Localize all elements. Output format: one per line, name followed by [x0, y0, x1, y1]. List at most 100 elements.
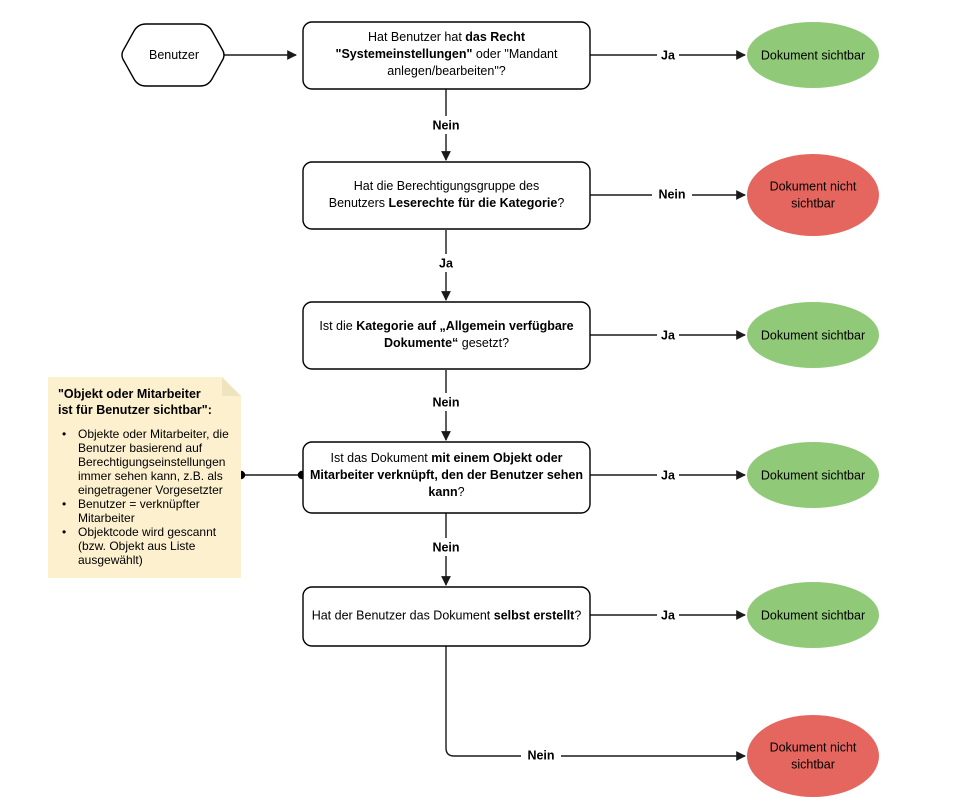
start-node-label: Benutzer [149, 48, 199, 62]
note-b1-l4: immer sehen kann, z.B. als [78, 469, 223, 483]
note-b1-l1: Objekte oder Mitarbeiter, die [78, 427, 229, 441]
d2-line2-seg2: Leserechte für die Kategorie [389, 196, 558, 210]
decision-node-d3[interactable]: Ist die Kategorie auf „Allgemein verfügb… [302, 301, 591, 370]
terminal-node-t5[interactable]: Dokument sichtbar [747, 582, 879, 648]
edge-label-d3-yes: Ja [661, 328, 676, 342]
decision-box-d1 [302, 21, 591, 90]
d1-line2-seg1: "Systemeinstellungen" [336, 47, 473, 61]
svg-text:Hat Benutzer hat das Recht: Hat Benutzer hat das Recht [368, 30, 526, 44]
label-bg [426, 393, 466, 411]
decision-node-d5[interactable]: Hat der Benutzer das Dokument selbst ers… [302, 586, 591, 647]
d1-line1-seg1: Hat Benutzer hat [368, 30, 465, 44]
terminal-label-t6-line1: Dokument nicht [770, 740, 857, 754]
d4-line3-seg2: ? [458, 485, 465, 499]
note-b3-l3: ausgewählt) [78, 553, 143, 567]
terminal-ellipse-t3 [747, 302, 879, 368]
edge-labels: Ja Nein Nein Ja Ja Nein Ja Nein Ja Nein [426, 46, 692, 765]
svg-text:Hat der Benutzer das Dokument: Hat der Benutzer das Dokument selbst ers… [312, 609, 582, 623]
terminal-node-t4[interactable]: Dokument sichtbar [747, 442, 879, 508]
terminal-label-t4: Dokument sichtbar [761, 468, 865, 482]
svg-text:Hat die Berechtigungsgruppe de: Hat die Berechtigungsgruppe des [354, 179, 540, 193]
d1-line2-seg2: oder "Mandant [472, 47, 558, 61]
start-hexagon [121, 23, 225, 87]
annotation-note[interactable]: "Objekt oder Mitarbeiter ist für Benutze… [48, 377, 241, 578]
terminal-ellipse-t5 [747, 582, 879, 648]
d5-line1-seg2: selbst erstellt [494, 609, 575, 623]
edge-label-d2-no: Nein [658, 187, 685, 201]
edge-label-d3-no: Nein [432, 395, 459, 409]
d3-line1-seg1: Ist die [319, 319, 356, 333]
terminal-ellipse-t1 [747, 22, 879, 88]
d1-line1-seg2: das Recht [465, 30, 526, 44]
decision-node-d2[interactable]: Hat die Berechtigungsgruppe des Benutzer… [302, 161, 591, 230]
d5-line1-seg1: Hat der Benutzer das Dokument [312, 609, 494, 623]
label-bg [426, 538, 466, 556]
terminal-node-t6[interactable]: Dokument nicht sichtbar [747, 715, 879, 797]
edge-label-d5-no: Nein [527, 748, 554, 762]
svg-text:"Systemeinstellungen" oder "Ma: "Systemeinstellungen" oder "Mandant [336, 47, 558, 61]
d4-line1-seg2: mit einem Objekt oder [431, 451, 562, 465]
note-title-line1: "Objekt oder Mitarbeiter [58, 387, 201, 401]
note-bullet-glyph: • [62, 427, 66, 441]
note-b1-l2: Benutzer basierend auf [78, 441, 203, 455]
svg-text:kann?: kann? [428, 485, 464, 499]
label-bg [426, 116, 466, 134]
terminal-label-t1: Dokument sichtbar [761, 48, 865, 62]
label-bg [657, 327, 679, 345]
note-b1-l5: eingetragener Vorgesetzter [78, 483, 223, 497]
note-b3-l2: (bzw. Objekt aus Liste [78, 539, 196, 553]
label-bg [521, 747, 561, 765]
label-bg [652, 186, 692, 204]
edge-label-d5-yes: Ja [661, 608, 676, 622]
note-b1-l3: Berechtigungseinstellungen [78, 455, 225, 469]
terminal-node-t3[interactable]: Dokument sichtbar [747, 302, 879, 368]
decision-box-d5 [302, 586, 591, 647]
svg-text:Benutzers Leserechte für die K: Benutzers Leserechte für die Kategorie? [329, 196, 565, 210]
edge-label-d4-no: Nein [432, 540, 459, 554]
decision-box-d3 [302, 301, 591, 370]
label-bg [657, 467, 679, 485]
label-bg [657, 607, 679, 625]
decision-node-d4[interactable]: Ist das Dokument mit einem Objekt oder M… [302, 441, 591, 514]
note-bullet-glyph: • [62, 525, 66, 539]
note-bullet-glyph: • [62, 497, 66, 511]
note-background [48, 377, 241, 578]
d2-line1-seg1: Hat die Berechtigungsgruppe des [354, 179, 540, 193]
terminal-ellipse-t4 [747, 442, 879, 508]
label-bg [435, 254, 457, 272]
label-bg [657, 46, 679, 64]
terminal-label-t5: Dokument sichtbar [761, 608, 865, 622]
decision-box-d2 [302, 161, 591, 230]
decision-node-d1[interactable]: Hat Benutzer hat das Recht "Systemeinste… [302, 21, 591, 90]
terminal-label-t2-line1: Dokument nicht [770, 179, 857, 193]
terminal-label-t2-line2: sichtbar [791, 196, 835, 210]
terminal-node-t2[interactable]: Dokument nicht sichtbar [747, 154, 879, 236]
note-b2-l2: Mitarbeiter [78, 511, 135, 525]
d4-line2-seg1: Mitarbeiter verknüpft, den der Benutzer … [310, 468, 583, 482]
svg-text:Ist die Kategorie auf „Allgeme: Ist die Kategorie auf „Allgemein verfügb… [319, 319, 573, 333]
note-b2-l1: Benutzer = verknüpfter [78, 497, 200, 511]
edge-label-d4-yes: Ja [661, 468, 676, 482]
edge-d5-no [445, 646, 746, 761]
svg-text:Mitarbeiter verknüpft, den der: Mitarbeiter verknüpft, den der Benutzer … [310, 468, 583, 482]
d1-line3-seg1: anlegen/bearbeiten"? [387, 64, 505, 78]
edge-label-d2-yes: Ja [439, 256, 454, 270]
d4-line1-seg1: Ist das Dokument [330, 451, 431, 465]
d2-line2-seg3: ? [557, 196, 564, 210]
terminal-ellipse-t2 [747, 154, 879, 236]
svg-text:Ist das Dokument mit einem Obj: Ist das Dokument mit einem Objekt oder [330, 451, 562, 465]
d2-line2-seg1: Benutzers [329, 196, 389, 210]
terminal-node-t1[interactable]: Dokument sichtbar [747, 22, 879, 88]
terminal-label-t3: Dokument sichtbar [761, 328, 865, 342]
note-b3-l1: Objektcode wird gescannt [78, 525, 217, 539]
d5-line1-seg3: ? [574, 609, 581, 623]
svg-text:anlegen/bearbeiten"?: anlegen/bearbeiten"? [387, 64, 505, 78]
d3-line2-seg1: Dokumente“ [384, 336, 458, 350]
start-node[interactable]: Benutzer [121, 23, 225, 87]
note-folded-corner [222, 377, 241, 396]
terminal-ellipse-t6 [747, 715, 879, 797]
d4-line3-seg1: kann [428, 485, 457, 499]
edge-label-d1-yes: Ja [661, 48, 676, 62]
